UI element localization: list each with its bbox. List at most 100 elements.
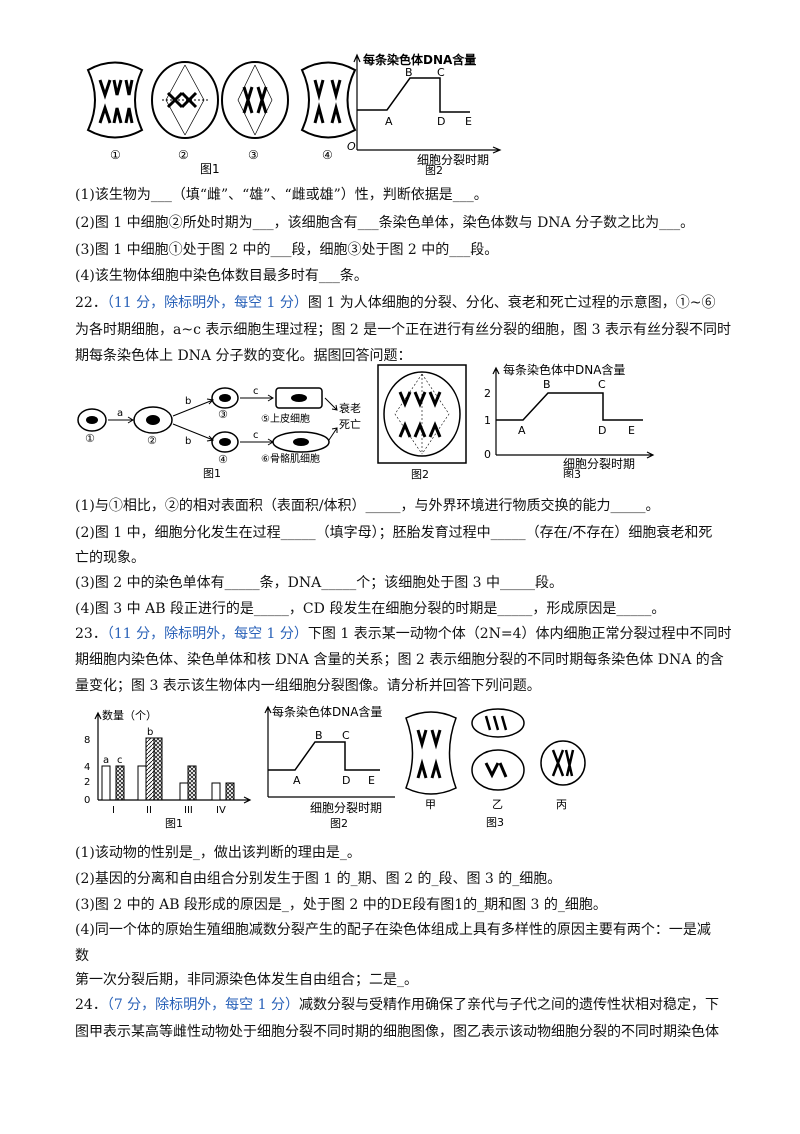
x-axis-label: 细胞分裂时期 <box>417 153 489 167</box>
point-label: E <box>368 774 375 787</box>
cell-label: ① <box>85 432 95 445</box>
point-label: A <box>518 424 526 437</box>
q24-text-2: 图甲表示某高等雌性动物处于细胞分裂不同时期的细胞图像，图乙表示该动物细胞分裂的不… <box>75 1024 719 1040</box>
q23-line-4b: 数 <box>75 948 89 964</box>
q23-header: 23．（11 分，除标明外，每空 1 分）下图 1 表示某一动物个体（2N=4）… <box>75 624 732 644</box>
bar <box>137 765 147 801</box>
y-tick-label: 1 <box>484 414 491 427</box>
y-tick-label: 2 <box>84 777 90 788</box>
bar <box>145 737 155 801</box>
point-label: A <box>385 115 393 128</box>
cell-6-label: ⑥骨骼肌细胞 <box>261 452 320 465</box>
point-label: B <box>543 378 551 391</box>
question-text: 减数分裂与受精作用确保了亲代与子代之间的遗传性状相对稳定，下 <box>299 997 719 1013</box>
fate-label: 死亡 <box>339 417 361 431</box>
point-label: E <box>465 115 472 128</box>
cell-label: ② <box>147 434 157 447</box>
q23-text-3: 量变化；图 3 表示该生物体内一组细胞分裂图像。请分析并回答下列问题。 <box>75 678 541 694</box>
y-axis-label: 每条染色体DNA含量 <box>272 704 382 719</box>
origin-label: O <box>347 140 356 153</box>
q21-line-1: (1)该生物为___（填“雌”、“雄”、“雌或雄”）性，判断依据是___。 <box>75 187 488 203</box>
arrow-label: c <box>253 386 259 397</box>
cell-bing-drawing <box>540 740 586 786</box>
arrow-label: c <box>253 430 259 441</box>
point-label: A <box>293 774 301 787</box>
cell-label: 丙 <box>556 798 567 811</box>
q23-line-3: (3)图 2 中的 AB 段形成的原因是_，处于图 2 中的DE段有图1的_期和… <box>75 897 607 913</box>
q23-text-2: 期细胞内染色体、染色单体和核 DNA 含量的关系；图 2 表示细胞分裂的不同时期… <box>75 652 724 668</box>
bar <box>101 765 111 801</box>
q22-text-2: 为各时期细胞，a~c 表示细胞生理过程；图 2 是一个正在进行有丝分裂的细胞，图… <box>75 322 731 338</box>
question-number: 23． <box>75 626 107 642</box>
q22-figure-3: 每条染色体中DNA含量 2 1 0 A B C D E 细胞分裂时期 图3 <box>484 362 655 478</box>
bar <box>153 737 163 801</box>
cell-5-label: ⑤上皮细胞 <box>261 412 310 425</box>
top-figure-2: 每条染色体DNA含量 A B C D E O 细胞分裂时期 图2 <box>347 52 502 175</box>
y-axis-label: 数量（个） <box>102 709 157 722</box>
legend-label: c <box>117 755 123 766</box>
category-label: III <box>184 805 193 816</box>
y-tick-label: 0 <box>84 795 90 806</box>
y-axis-label: 每条染色体DNA含量 <box>363 52 476 67</box>
figure-caption: 图1 <box>200 162 220 175</box>
cell-label: 甲 <box>425 798 436 811</box>
bar <box>225 782 235 801</box>
q21-line-3: (3)图 1 中细胞①处于图 2 中的___段，细胞③处于图 2 中的___段。 <box>75 242 499 258</box>
point-label: D <box>437 115 445 128</box>
y-tick-label: 4 <box>84 762 90 773</box>
x-axis-label: 细胞分裂时期 <box>310 801 382 815</box>
q22-line-2: (2)图 1 中，细胞分化发生在过程_____（填字母）；胚胎发育过程中____… <box>75 525 713 541</box>
category-label: II <box>146 805 152 816</box>
q24-header: 24．（7 分，除标明外，每空 1 分）减数分裂与受精作用确保了亲代与子代之间的… <box>75 995 719 1015</box>
score-note: （11 分，除标明外，每空 1 分） <box>106 295 308 311</box>
cell-4-drawing <box>300 61 357 139</box>
legend-label: b <box>147 727 153 738</box>
q21-line-2: (2)图 1 中细胞②所处时期为___，该细胞含有___条染色单体，染色体数与 … <box>75 215 695 231</box>
point-label: B <box>405 66 413 79</box>
y-tick-label: 8 <box>84 735 90 746</box>
point-label: B <box>315 729 323 742</box>
y-axis-label: 每条染色体中DNA含量 <box>503 362 625 377</box>
q23-figure-1-bar-chart: 数量（个） 8 4 2 0 a c b I II III IV 图1 <box>84 709 252 830</box>
question-text: 图 1 为人体细胞的分裂、分化、衰老和死亡过程的示意图，①~⑥ <box>307 295 716 311</box>
category-label: IV <box>216 805 226 816</box>
q23-line-2: (2)基因的分离和自由组合分别发生于图 1 的_期、图 2 的_段、图 3 的_… <box>75 871 562 887</box>
y-tick-label: 2 <box>484 387 491 400</box>
q22-figure-2: 图2 <box>377 364 467 481</box>
question-number: 24． <box>75 997 107 1013</box>
cell-label: ③ <box>248 148 259 162</box>
q22-header: 22．（11 分，除标明外，每空 1 分）图 1 为人体细胞的分裂、分化、衰老和… <box>75 293 715 313</box>
bar <box>179 782 189 801</box>
figure-caption: 图2 <box>411 468 429 481</box>
cell-3-drawing <box>221 61 289 139</box>
q23-line-4: (4)同一个体的原始生殖细胞减数分裂产生的配子在染色体组成上具有多样性的原因主要… <box>75 922 711 938</box>
point-label: C <box>598 378 606 391</box>
cell-1-drawing <box>86 61 144 139</box>
cell-label: ④ <box>218 453 228 466</box>
point-label: C <box>342 729 350 742</box>
figure-caption: 图2 <box>330 817 348 830</box>
bar <box>115 765 125 801</box>
legend-label: a <box>103 755 109 766</box>
fate-label: 衰老 <box>339 401 361 415</box>
cell-label: ① <box>110 148 121 162</box>
q23-line-4c: 第一次分裂后期，非同源染色体发生自由组合；二是_。 <box>75 972 418 988</box>
figure-caption: 图3 <box>486 816 504 829</box>
score-note: （11 分，除标明外，每空 1 分） <box>106 626 308 642</box>
figure-caption: 图3 <box>563 468 581 478</box>
q22-line-3: (3)图 2 中的染色单体有_____条，DNA_____个；该细胞处于图 3 … <box>75 575 564 591</box>
bar <box>211 782 221 801</box>
q23-figure-2: 每条染色体DNA含量 A B C D E 细胞分裂时期 图2 <box>264 704 395 830</box>
point-label: D <box>342 774 350 787</box>
question-text: 下图 1 表示某一动物个体（2N=4）体内细胞正常分裂过程中不同时 <box>307 626 732 642</box>
arrow-label: b <box>185 436 191 447</box>
arrow-label: a <box>117 408 123 419</box>
point-label: D <box>598 424 606 437</box>
cell-label: ③ <box>218 408 228 421</box>
q22-line-4: (4)图 3 中 AB 段正进行的是_____，CD 段发生在细胞分裂的时期是_… <box>75 601 666 617</box>
figure-caption: 图1 <box>165 817 183 830</box>
bar <box>187 765 197 801</box>
x-axis-label: 细胞分裂时期 <box>563 457 635 471</box>
q23-line-1: (1)该动物的性别是_，做出该判断的理由是_。 <box>75 845 361 861</box>
point-label: E <box>628 424 635 437</box>
